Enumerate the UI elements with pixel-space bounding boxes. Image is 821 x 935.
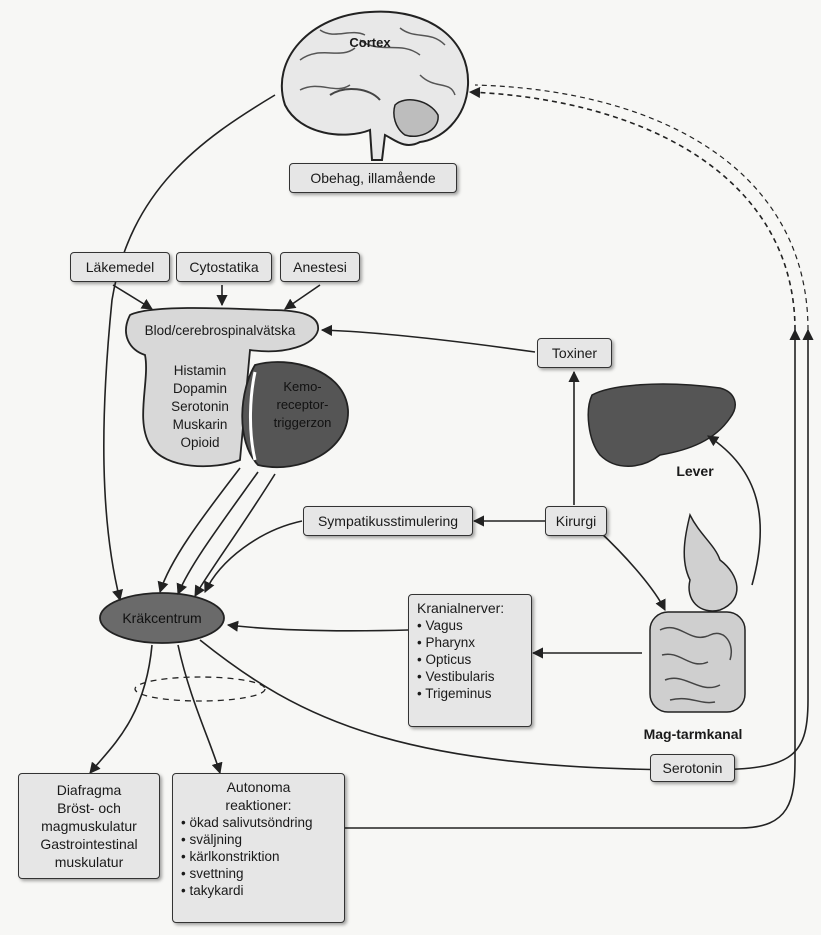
nerve-pharynx: Pharynx <box>417 634 495 651</box>
reaction-takykardi: takykardi <box>181 882 336 899</box>
receptor-list: Histamin Dopamin Serotonin Muskarin Opio… <box>155 362 245 452</box>
diafragma-line-5: muskulatur <box>54 854 124 870</box>
lever-label: Lever <box>676 463 714 479</box>
autonoma-title-2: reaktioner: <box>225 797 292 813</box>
brain-illustration <box>280 10 470 161</box>
sympatikusstimulering-box: Sympatikusstimulering <box>303 506 473 536</box>
ctz-label: Kemo- receptor- triggerzon <box>260 378 345 432</box>
arrows <box>89 94 814 829</box>
diafragma-line-3: magmuskulatur <box>41 818 137 834</box>
dashed-feedback-arrow-2 <box>474 84 809 331</box>
input-lakemedel-box: Läkemedel <box>70 252 170 282</box>
gi-tract-illustration <box>649 512 746 713</box>
receptor-opioid: Opioid <box>180 435 220 450</box>
autonoma-title-1: Autonoma <box>226 779 291 795</box>
diafragma-box: Diafragma Bröst- och magmuskulatur Gastr… <box>18 773 160 879</box>
kranialnerver-box: Kranialnerver: Vagus Pharynx Opticus Ves… <box>408 594 532 727</box>
input-cytostatika-box: Cytostatika <box>176 252 272 282</box>
input-anestesi-box: Anestesi <box>280 252 360 282</box>
dashed-ring <box>134 676 266 702</box>
dashed-feedback-arrow <box>468 86 796 331</box>
krakcentrum-label: Kräkcentrum <box>122 610 202 626</box>
reaction-karlkonstriktion: kärlkonstriktion <box>181 848 336 865</box>
blood-csf-region <box>125 307 319 468</box>
nerve-vagus: Vagus <box>417 617 495 634</box>
chemoreceptor-trigger-zone <box>241 361 349 469</box>
magtarmkanal-label: Mag-tarmkanal <box>643 726 743 742</box>
receptor-muskarin: Muskarin <box>172 417 228 432</box>
diafragma-line-2: Bröst- och <box>57 800 121 816</box>
diafragma-line-4: Gastrointestinal <box>40 836 138 852</box>
ctz-line-1: Kemo- <box>283 379 322 394</box>
kirurgi-box: Kirurgi <box>545 506 607 536</box>
nerve-vestibularis: Vestibularis <box>417 668 494 685</box>
receptor-histamin: Histamin <box>173 363 227 378</box>
kranialnerver-title: Kranialnerver: <box>417 600 505 616</box>
cortex-label: Cortex <box>349 35 391 50</box>
autonoma-list: ökad salivutsöndring sväljning kärlkonst… <box>181 814 336 899</box>
diafragma-line-1: Diafragma <box>56 782 122 798</box>
ctz-line-2: receptor- <box>276 397 329 412</box>
autonoma-reaktioner-box: Autonoma reaktioner: ökad salivutsöndrin… <box>172 773 345 923</box>
reaction-svettning: svettning <box>181 865 336 882</box>
receptor-dopamin: Dopamin <box>172 381 228 396</box>
serotonin-gi-box: Serotonin <box>650 754 735 782</box>
blood-csf-label: Blod/cerebrospinalvätska <box>144 323 296 338</box>
liver-illustration <box>587 383 736 467</box>
toxiner-box: Toxiner <box>537 338 612 368</box>
reaction-salivation: ökad salivutsöndring <box>181 814 336 831</box>
ctz-line-3: triggerzon <box>273 415 332 430</box>
receptor-serotonin: Serotonin <box>171 399 229 414</box>
nerve-opticus: Opticus <box>417 651 495 668</box>
nerve-trigeminus: Trigeminus <box>417 685 495 702</box>
kranialnerver-list: Vagus Pharynx Opticus Vestibularis Trige… <box>417 617 495 702</box>
reaction-svaljning: sväljning <box>181 831 336 848</box>
discomfort-nausea-box: Obehag, illamående <box>289 163 457 193</box>
